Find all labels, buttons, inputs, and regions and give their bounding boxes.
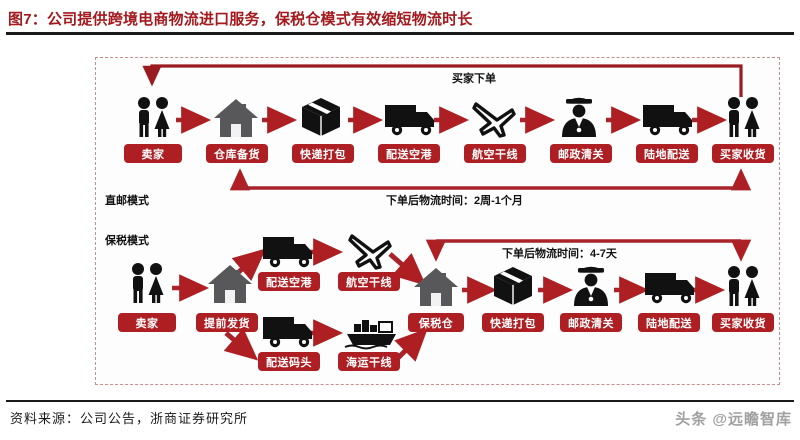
customs-officer-icon: [556, 96, 602, 138]
source-note: 资料来源：公司公告，浙商证券研究所: [10, 411, 249, 426]
truck-icon: [644, 268, 696, 306]
people-pair-icon: [130, 96, 176, 138]
bonded-step-label: 卖家: [118, 313, 176, 332]
direct-step-label: 买家收货: [712, 144, 774, 163]
truck-icon: [384, 100, 436, 138]
bonded-step-label: 保税仓: [408, 313, 464, 332]
order-flow-label: 买家下单: [452, 73, 496, 85]
warehouse-house-icon: [212, 96, 260, 138]
bonded-step-label: 买家收货: [712, 313, 774, 332]
direct-step-label: 航空干线: [464, 144, 526, 163]
bonded-step-label: 陆地配送: [638, 313, 700, 332]
bonded-mode-label: 保税模式: [105, 235, 149, 247]
bonded-step-label: 邮政清关: [560, 313, 622, 332]
footer-divider: [6, 400, 794, 402]
warehouse-house-icon: [412, 265, 460, 307]
direct-step-label: 邮政清关: [550, 144, 612, 163]
package-box-icon: [300, 96, 342, 138]
cargo-ship-icon: [344, 314, 398, 350]
bonded-time-label: 下单后物流时间：4-7天: [502, 248, 617, 260]
bonded-step-label: 配送空港: [258, 272, 320, 291]
truck-icon: [262, 232, 314, 270]
bonded-step-label: 海运干线: [338, 352, 400, 371]
direct-step-label: 卖家: [124, 144, 182, 163]
direct-mail-time-label: 下单后物流时间：2周-1个月: [386, 195, 523, 207]
airplane-icon: [470, 98, 518, 138]
bonded-step-label: 航空干线: [338, 272, 400, 291]
direct-step-label: 快递打包: [292, 144, 354, 163]
customs-officer-icon: [568, 265, 614, 307]
bonded-step-label: 快递打包: [482, 313, 544, 332]
watermark-label: 头条 @远瞻智库: [675, 411, 792, 428]
truck-icon: [642, 100, 694, 138]
people-pair-icon: [124, 262, 170, 304]
people-pair-icon: [720, 265, 766, 307]
package-box-icon: [492, 265, 534, 307]
direct-mail-mode-label: 直邮模式: [105, 195, 149, 207]
direct-step-label: 陆地配送: [636, 144, 698, 163]
warehouse-house-icon: [206, 262, 254, 304]
title-divider: [6, 32, 794, 35]
bonded-step-label: 提前发货: [196, 313, 258, 332]
truck-icon: [262, 312, 314, 350]
direct-step-label: 仓库备货: [206, 144, 268, 163]
bonded-step-label: 配送码头: [258, 352, 320, 371]
page-title: 图7：公司提供跨境电商物流进口服务，保税仓模式有效缩短物流时长: [8, 11, 473, 28]
people-pair-icon: [720, 96, 766, 138]
direct-step-label: 配送空港: [378, 144, 440, 163]
airplane-icon: [346, 230, 394, 270]
